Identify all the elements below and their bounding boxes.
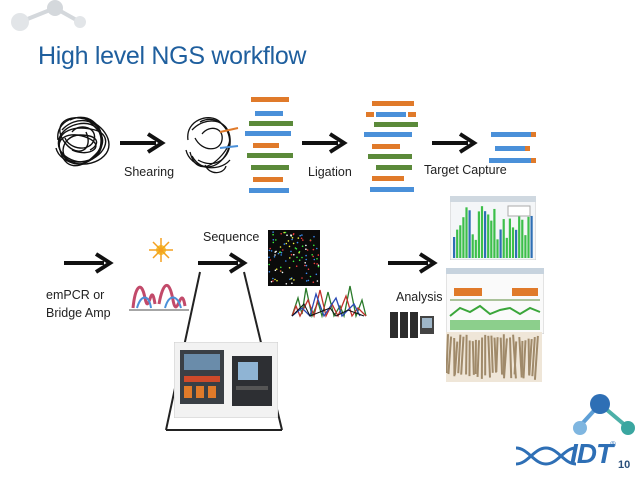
idt-logo-text: IDT xyxy=(570,438,613,469)
page-title: High level NGS workflow xyxy=(38,42,307,70)
arrow-icon xyxy=(198,252,248,274)
arrow-icon xyxy=(432,132,478,154)
chromatogram-trace xyxy=(291,285,367,319)
empcr-label-line1: emPCR or xyxy=(46,288,105,302)
sequencing-instruments-image xyxy=(174,342,278,418)
arrow-icon xyxy=(388,252,438,274)
page-number: 10 xyxy=(618,459,631,471)
analysis-read-pileup xyxy=(446,332,542,382)
molecule-decoration-bottom-right xyxy=(573,394,635,435)
analysis-genome-browser xyxy=(446,268,544,334)
arrow-icon xyxy=(302,132,348,154)
trademark-symbol: ® xyxy=(610,440,616,449)
ligated-fragments-icon xyxy=(364,101,418,192)
ligation-label: Ligation xyxy=(308,165,352,179)
empcr-label-line2: Bridge Amp xyxy=(46,306,111,320)
sequence-label: Sequence xyxy=(203,230,260,244)
captured-fragments-icon xyxy=(489,132,536,163)
arrow-icon xyxy=(64,252,114,274)
amplification-icon xyxy=(129,238,189,311)
sheared-dna-icon xyxy=(185,117,239,174)
analysis-coverage-plot xyxy=(450,196,536,260)
molecule-decoration-top-left xyxy=(11,0,86,31)
server-rack-icon xyxy=(390,312,434,338)
analysis-label: Analysis xyxy=(396,290,443,304)
dna-fragments-icon xyxy=(245,97,293,193)
genomic-dna-icon xyxy=(55,116,110,167)
target-capture-label: Target Capture xyxy=(424,163,507,177)
arrow-icon xyxy=(120,132,166,154)
shearing-label: Shearing xyxy=(124,165,175,179)
dna-helix-logo-icon xyxy=(515,446,577,466)
flow-cell-image xyxy=(268,230,320,286)
